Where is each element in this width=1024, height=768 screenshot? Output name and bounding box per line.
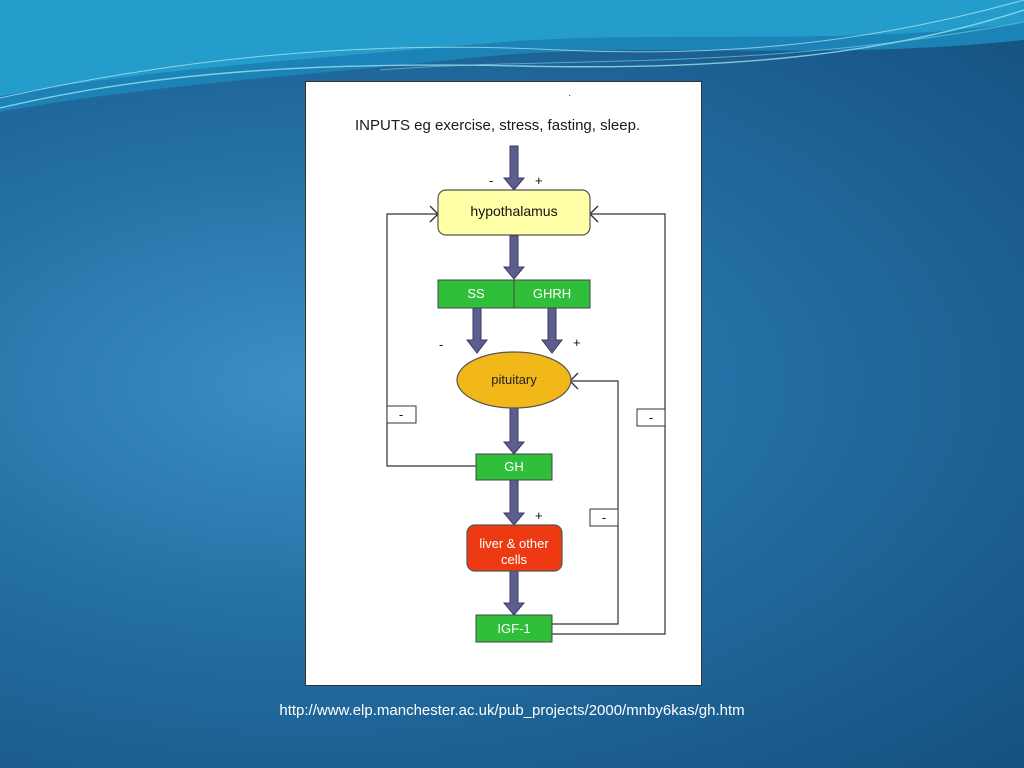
feedback-sign-box-right <box>636 408 666 427</box>
liver-label-line1: liver & other <box>479 536 549 551</box>
arrow-gh-to-liver <box>502 479 526 526</box>
sign-ghrh-plus: + <box>573 335 581 350</box>
arrow-ss-to-pituitary <box>465 307 489 354</box>
sign-gh-plus: + <box>535 508 543 523</box>
liver-box <box>466 524 563 572</box>
gh-regulation-diagram: · INPUTS eg exercise, stress, fasting, s… <box>355 90 666 643</box>
stray-mark: · <box>568 90 571 101</box>
source-url-caption: http://www.elp.manchester.ac.uk/pub_proj… <box>279 702 745 719</box>
feedback-sign-left: - <box>399 407 403 422</box>
ss-label: SS <box>467 286 485 301</box>
sign-input-plus: + <box>535 173 543 188</box>
background-waves <box>0 0 1024 112</box>
gh-box <box>475 453 553 481</box>
feedback-sign-box-left <box>386 405 417 424</box>
feedback-sign-box-mid <box>589 508 619 527</box>
arrow-hypothalamus-to-releasing-hormones <box>502 235 526 280</box>
ghrh-box <box>513 279 591 309</box>
sign-ss-minus: - <box>439 337 443 352</box>
sign-input-minus: - <box>489 173 493 188</box>
pituitary-label: pituitary <box>491 372 537 387</box>
ss-box <box>437 279 515 309</box>
feedback-sign-mid: - <box>602 510 606 525</box>
feedback-line-igf1-to-pituitary <box>552 380 619 625</box>
diagram-panel: · INPUTS eg exercise, stress, fasting, s… <box>305 81 702 686</box>
gh-label: GH <box>504 459 524 474</box>
pituitary-ellipse <box>456 351 572 409</box>
liver-label-line2: cells <box>501 552 528 567</box>
hypothalamus-label: hypothalamus <box>470 203 557 219</box>
feedback-sign-right: - <box>649 410 653 425</box>
feedback-line-gh-to-hypothalamus <box>386 213 476 467</box>
inputs-label: INPUTS eg exercise, stress, fasting, sle… <box>355 117 640 134</box>
arrow-ghrh-to-pituitary <box>540 307 564 354</box>
arrow-liver-to-igf1 <box>502 570 526 616</box>
ghrh-label: GHRH <box>533 286 571 301</box>
arrow-pituitary-to-gh <box>502 407 526 455</box>
hypothalamus-box <box>437 189 591 236</box>
arrow-inputs-to-hypothalamus <box>502 145 526 191</box>
igf1-box <box>475 614 553 643</box>
igf1-label: IGF-1 <box>497 621 530 636</box>
